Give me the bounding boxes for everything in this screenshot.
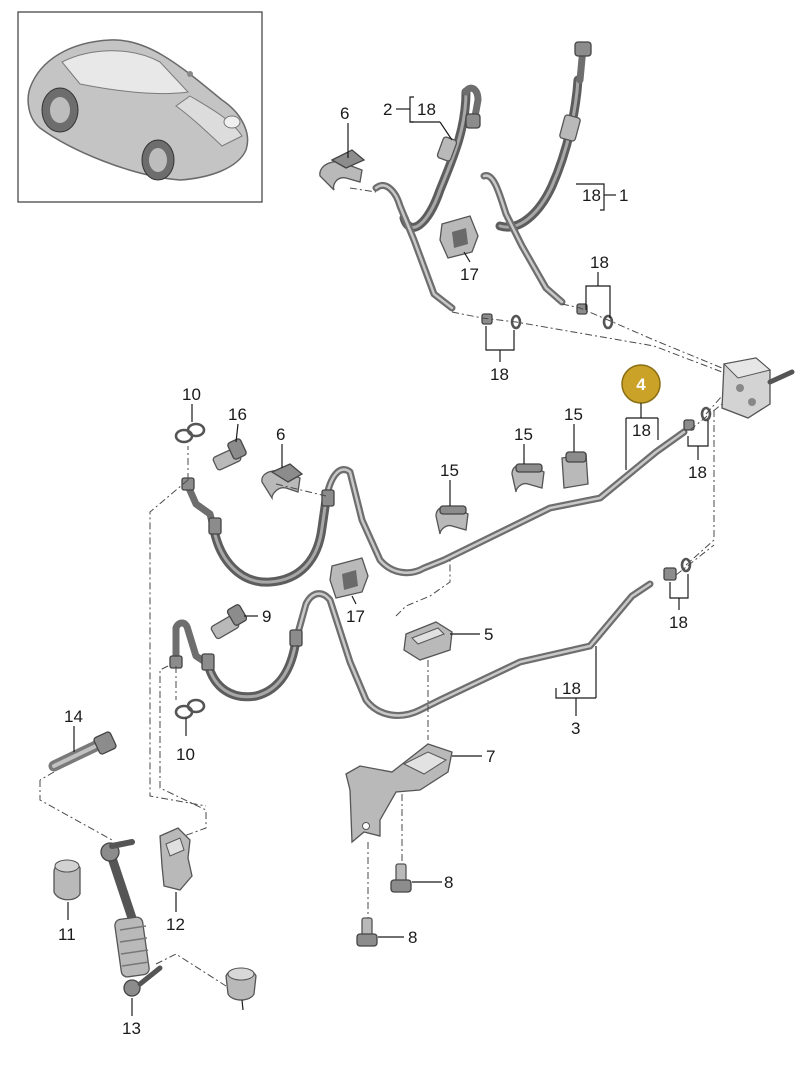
clip-17-middle[interactable]	[329, 557, 369, 599]
part-number-14[interactable]: 14	[64, 707, 83, 726]
part-number-17-middle[interactable]: 17	[346, 607, 365, 626]
clip-15-c[interactable]	[561, 451, 589, 489]
vehicle-thumbnail	[17, 11, 263, 203]
brake-hose-1[interactable]	[480, 41, 592, 306]
part-number-9[interactable]: 9	[262, 607, 271, 626]
seals-upper-right[interactable]	[576, 303, 614, 330]
part-number-6-upper[interactable]: 6	[340, 104, 349, 123]
part-number-16[interactable]: 16	[228, 405, 247, 424]
part-number-12[interactable]: 12	[166, 915, 185, 934]
qty-bracket-18-part-2: 18	[417, 100, 436, 119]
part-number-5[interactable]: 5	[484, 625, 493, 644]
brake-line-3[interactable]	[169, 580, 654, 719]
clip-15-a[interactable]	[435, 505, 469, 535]
bracket-7[interactable]	[345, 743, 453, 844]
part-number-15-a[interactable]: 15	[440, 461, 459, 480]
clip-6-middle[interactable]	[261, 463, 304, 501]
part-number-18-top[interactable]: 18	[590, 253, 609, 272]
part-number-labels: 2 18 6 18 1 17 18 18 18 18 18 10 16 6 15…	[58, 100, 707, 1038]
bolt-8-upper[interactable]	[390, 863, 412, 893]
part-number-4: 4	[636, 375, 646, 394]
bushing-19[interactable]	[225, 967, 257, 1001]
bolt-9[interactable]	[210, 604, 248, 640]
distributor-block	[721, 357, 795, 419]
part-number-18-right-low[interactable]: 18	[669, 613, 688, 632]
part-number-11[interactable]: 11	[58, 925, 76, 944]
brake-line-4[interactable]	[181, 428, 688, 587]
part-number-18-right-mid[interactable]: 18	[688, 463, 707, 482]
assembly-guide-lines	[39, 187, 723, 987]
leader-lines	[67, 96, 709, 1016]
part-number-17-upper[interactable]: 17	[460, 265, 479, 284]
part-number-18-upper-left[interactable]: 18	[490, 365, 509, 384]
seals-upper-left[interactable]	[481, 313, 522, 330]
car-thumbnail-icon	[27, 39, 249, 181]
seal-rings-10-upper[interactable]	[174, 422, 206, 444]
bolt-16[interactable]	[212, 438, 247, 471]
clip-17-upper[interactable]	[439, 215, 479, 259]
clip-6-upper[interactable]	[319, 149, 366, 191]
part-number-3[interactable]: 3	[571, 719, 580, 738]
part-number-7[interactable]: 7	[486, 747, 495, 766]
part-number-8-lower[interactable]: 8	[408, 928, 417, 947]
part-4-highlight-badge[interactable]: 4	[621, 364, 661, 404]
part-number-13[interactable]: 13	[122, 1019, 141, 1038]
bracket-5[interactable]	[403, 621, 453, 661]
bolt-8-lower[interactable]	[356, 917, 378, 947]
part-number-15-b[interactable]: 15	[514, 425, 533, 444]
bolt-14[interactable]	[48, 731, 117, 772]
seals-mid-right[interactable]	[683, 406, 712, 431]
clip-15-b[interactable]	[511, 463, 545, 493]
qty-bracket-18-part-3: 18	[562, 679, 581, 698]
part-number-15-c[interactable]: 15	[564, 405, 583, 424]
sensor-linkage-13[interactable]	[100, 839, 163, 997]
bracket-12[interactable]	[159, 827, 193, 891]
part-number-10-upper[interactable]: 10	[182, 385, 201, 404]
qty-bracket-18-part-4: 18	[632, 421, 651, 440]
part-number-2[interactable]: 2	[383, 100, 392, 119]
seal-rings-10-lower[interactable]	[174, 698, 206, 720]
bushing-11[interactable]	[53, 859, 81, 901]
part-number-1[interactable]: 1	[619, 186, 628, 205]
part-number-10-lower[interactable]: 10	[176, 745, 195, 764]
part-number-6-middle[interactable]: 6	[276, 425, 285, 444]
part-number-8-upper[interactable]: 8	[444, 873, 453, 892]
seals-lower-right[interactable]	[663, 557, 692, 581]
qty-bracket-18-part-1: 18	[582, 186, 601, 205]
brake-hose-2[interactable]	[372, 84, 482, 312]
